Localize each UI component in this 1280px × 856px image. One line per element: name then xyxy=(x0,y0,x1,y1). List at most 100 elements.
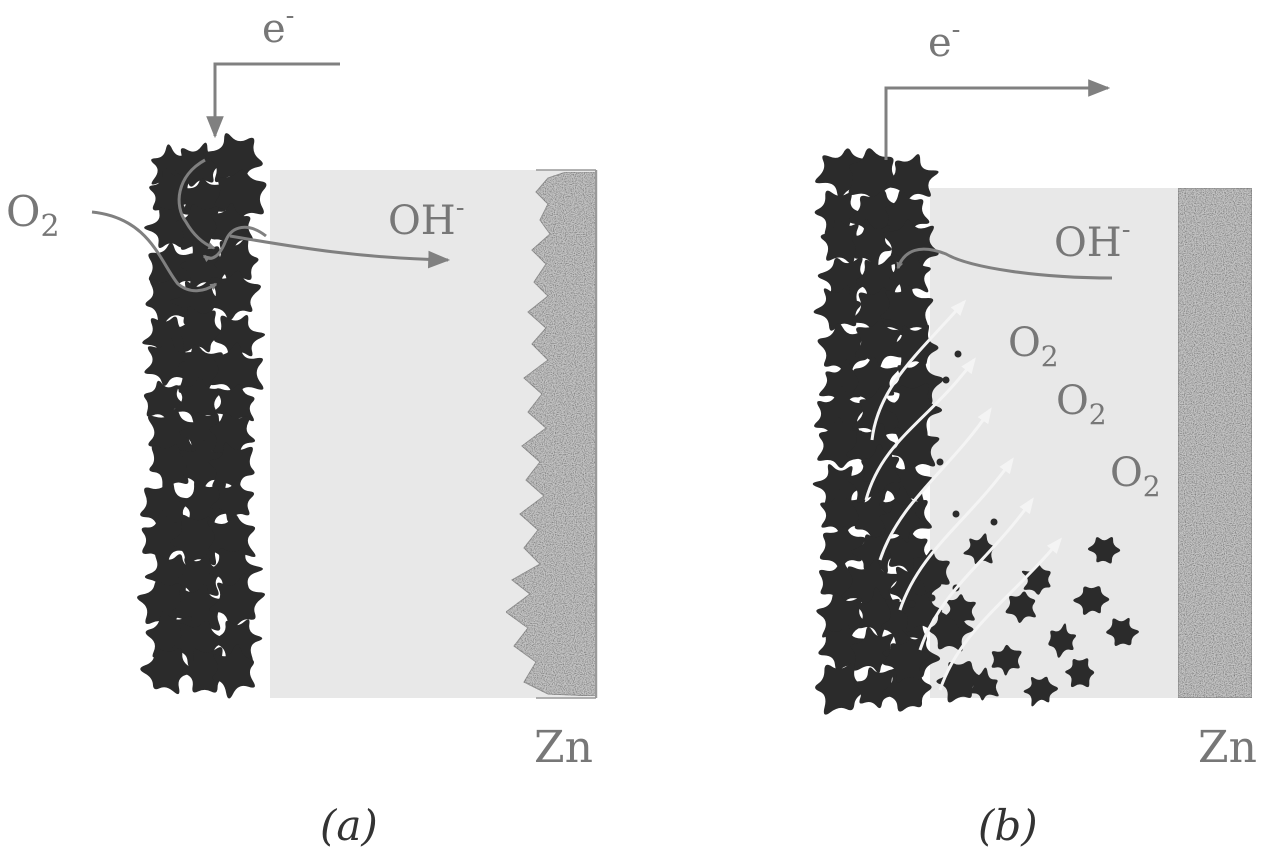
panel-a: e- O2 OH- Zn (a) xyxy=(6,1,598,850)
oxygen-evolution-arrow xyxy=(878,407,992,561)
o2-bubble-label: O2 xyxy=(1110,450,1161,503)
electron-label-a: e- xyxy=(262,1,294,52)
carbon-particle xyxy=(178,344,224,398)
caption-a: (a) xyxy=(320,801,378,850)
carbon-particle xyxy=(207,548,264,594)
carbon-particle xyxy=(885,189,930,240)
carbon-particle xyxy=(179,440,227,492)
zinc-label-a: Zn xyxy=(534,722,593,773)
carbon-particle xyxy=(899,589,943,633)
carbon-particle xyxy=(909,549,950,596)
o2-bubble-label: O2 xyxy=(1008,320,1059,373)
oh-consumption-arrow-b xyxy=(896,247,1113,280)
oxygen-evolution-arrow xyxy=(864,357,976,501)
carbon-particle xyxy=(214,384,255,427)
oxygen-evolution-arrow xyxy=(918,497,1034,651)
porous-carbon-electrode-a xyxy=(137,133,267,699)
carbon-particle xyxy=(884,383,943,438)
carbon-fragment xyxy=(908,600,916,608)
hydroxide-label-a: OH- xyxy=(388,193,464,244)
carbon-particle xyxy=(890,324,939,370)
carbon-particle xyxy=(142,316,190,360)
carbon-particle xyxy=(210,203,253,255)
carbon-particle xyxy=(882,639,931,683)
detached-carbon-particle xyxy=(1048,623,1077,658)
carbon-particle xyxy=(851,218,892,270)
carbon-fragment xyxy=(936,458,944,466)
electron-label-b: e- xyxy=(928,15,960,66)
carbon-particle xyxy=(176,306,226,353)
o2-bubble-label: O2 xyxy=(1056,378,1107,431)
zinc-electrode-b xyxy=(1177,187,1253,699)
oxygen-evolution-arrow xyxy=(898,457,1014,611)
carbon-particle xyxy=(214,315,266,358)
carbon-particle xyxy=(210,342,264,401)
carbon-particle xyxy=(203,133,263,185)
carbon-particle xyxy=(143,380,184,422)
carbon-particle xyxy=(213,619,263,663)
carbon-fragment xyxy=(942,376,950,384)
carbon-particle xyxy=(854,667,900,709)
carbon-fragment xyxy=(928,594,936,602)
carbon-particle xyxy=(210,480,255,522)
carbon-particle xyxy=(815,662,868,715)
o2-label-a: O2 xyxy=(6,187,60,244)
carbon-particle xyxy=(173,554,225,599)
carbon-particle xyxy=(813,285,862,331)
carbon-particle xyxy=(855,255,905,304)
carbon-particle xyxy=(848,148,899,203)
detached-carbon-particle xyxy=(1023,676,1058,707)
detached-carbon-particle xyxy=(1065,658,1095,688)
carbon-particle xyxy=(816,592,866,640)
detached-carbon-particle xyxy=(1005,591,1036,623)
carbon-particle xyxy=(817,322,868,378)
carbon-particle xyxy=(820,216,867,264)
carbon-particle xyxy=(819,359,863,411)
carbon-particle xyxy=(852,386,910,442)
carbon-particle xyxy=(880,285,934,336)
carbon-particle xyxy=(140,648,195,695)
detached-carbon-particle xyxy=(1087,536,1121,564)
caption-b: (b) xyxy=(978,801,1038,850)
o2-diffusion-arrow-a xyxy=(91,210,218,293)
detached-carbon-particle xyxy=(1021,563,1051,595)
dispersed-fragments-b xyxy=(908,350,998,608)
detached-carbon-particle xyxy=(991,644,1022,676)
electron-arrow-b xyxy=(884,79,1111,160)
carbon-particle xyxy=(173,376,223,425)
carbon-particle xyxy=(141,510,189,569)
detached-carbon-particle xyxy=(1106,617,1139,646)
carbon-particle xyxy=(820,489,866,540)
zinc-electrode-a xyxy=(505,171,597,697)
carbon-particle xyxy=(819,526,866,569)
carbon-particle xyxy=(854,320,903,370)
detached-carbon-particle xyxy=(1073,586,1110,615)
carbon-particle xyxy=(210,270,261,321)
panel-b: e- OH- O2 O2 O2 Zn (b) xyxy=(812,15,1257,850)
carbon-particle xyxy=(214,237,259,284)
carbon-particle xyxy=(208,442,255,494)
carbon-particle xyxy=(814,190,865,236)
oxygen-evolution-arrows-b xyxy=(864,299,1063,691)
carbon-particle xyxy=(212,644,255,699)
carbon-particle xyxy=(168,584,227,636)
detached-carbon-particle xyxy=(945,594,976,628)
oh-release-arrow-a xyxy=(229,234,451,269)
carbon-fragment xyxy=(954,350,962,358)
carbon-fragment xyxy=(952,510,960,518)
carbon-particle xyxy=(885,154,939,200)
oxygen-evolution-arrow xyxy=(870,299,967,441)
carbon-particle xyxy=(883,525,932,578)
carbon-particle xyxy=(209,412,256,463)
carbon-fragment xyxy=(990,518,998,526)
zinc-label-b: Zn xyxy=(1198,722,1257,773)
porous-carbon-electrode-b xyxy=(812,148,982,715)
oh-pore-arrow-a xyxy=(202,225,267,263)
detached-carbon-particle xyxy=(968,667,999,701)
carbon-particle xyxy=(861,444,902,492)
electron-arrow-a xyxy=(206,62,340,139)
carbon-particle xyxy=(812,464,861,509)
carbon-particle xyxy=(144,338,195,386)
carbon-particle xyxy=(209,573,266,632)
